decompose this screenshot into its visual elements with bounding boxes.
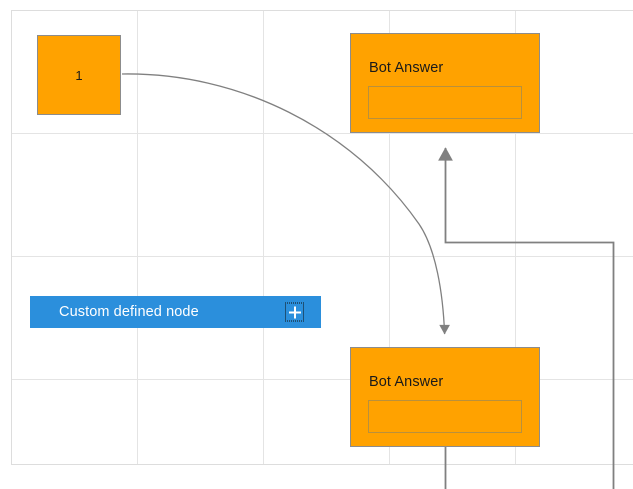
node-1[interactable]: 1 — [37, 35, 121, 115]
node-bot-answer-bottom-slot[interactable] — [368, 400, 522, 433]
custom-defined-node-bar[interactable]: Custom defined node — [30, 296, 321, 328]
custom-defined-node-label: Custom defined node — [59, 304, 199, 320]
plus-icon[interactable] — [285, 302, 304, 322]
plus-icon-vertical — [293, 306, 296, 318]
node-bot-answer-top-title: Bot Answer — [369, 60, 444, 76]
node-bot-answer-bottom[interactable]: Bot Answer — [350, 347, 540, 447]
node-bot-answer-top-slot[interactable] — [368, 86, 522, 119]
node-bot-answer-top[interactable]: Bot Answer — [350, 33, 540, 133]
node-bot-answer-bottom-title: Bot Answer — [369, 374, 444, 390]
node-1-label: 1 — [75, 67, 83, 83]
